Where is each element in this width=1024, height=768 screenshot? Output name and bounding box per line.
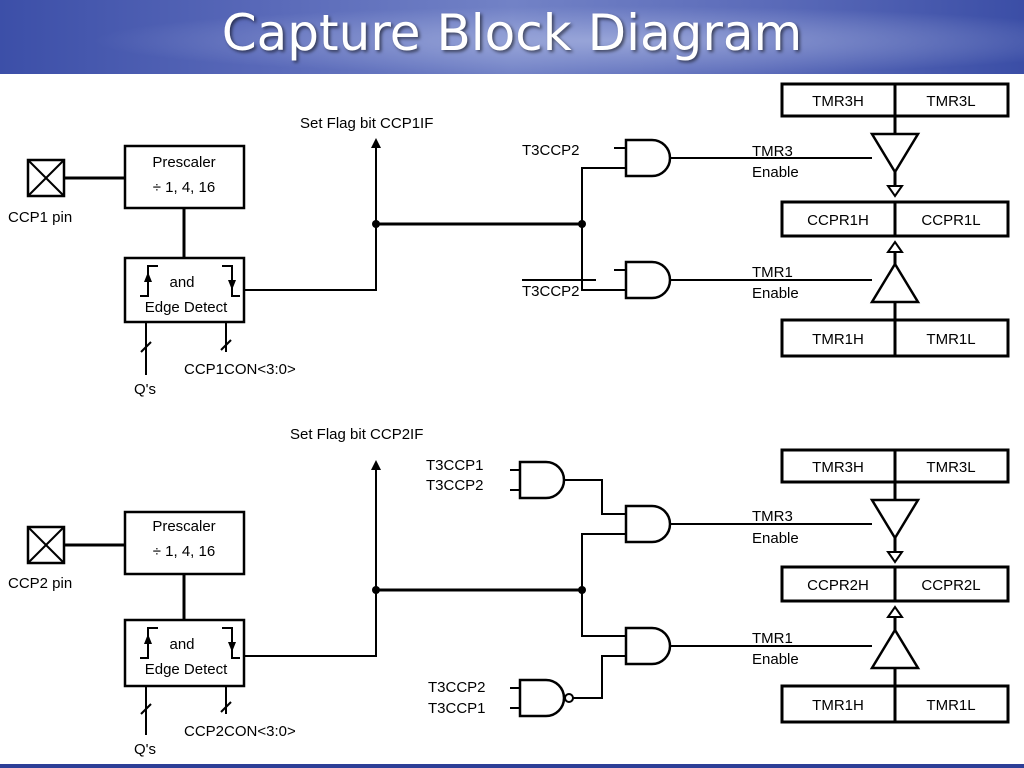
ccp1-down-arrow-into-ccpr-icon: [886, 185, 904, 198]
ccp2-down-arrow-into-ccpr-icon: [886, 551, 904, 564]
ccp1-edge-output-wire: [244, 144, 377, 291]
ccp2-tmr3-register: TMR3H TMR3L: [780, 448, 1010, 484]
ccp2-section: CCP2 pin Prescaler ÷ 1, 4, 16 and Edge D…: [8, 426, 1010, 758]
ccp2-up-arrow-into-ccpr-icon: [886, 605, 904, 618]
ccp2-pin-icon: [26, 525, 66, 565]
ccp1-ccprh-label: CCPR1H: [807, 212, 869, 229]
ccp1-prescaler-box: [123, 144, 246, 210]
ccp2-nand-bubble: [564, 693, 574, 703]
ccp2-tmr3-enable-label-2: Enable: [752, 530, 799, 547]
ccp2-tmr3-enable-label-1: TMR3: [752, 508, 793, 525]
ccp2-nand-in2-label: T3CCP1: [428, 700, 486, 717]
ccp1-section: CCP1 pin Prescaler ÷ 1, 4, 16 and Edge D…: [8, 82, 1010, 398]
ccp1-tmr3-register: TMR3H TMR3L: [780, 82, 1010, 118]
ccp2-bus-junction-left: [372, 586, 380, 594]
ccp1-prescaler-title: Prescaler: [152, 154, 215, 171]
ccp1-qs-bus-mark: [140, 341, 152, 353]
ccp2-tmr1-register: TMR1H TMR1L: [780, 684, 1010, 724]
ccp2-tmr1h-label: TMR1H: [812, 697, 864, 714]
ccp2-tmr3-buffer-icon: [869, 498, 921, 541]
ccp1-prescaler-ratio: ÷ 1, 4, 16: [153, 179, 215, 196]
ccp1-ccpr-register: CCPR1H CCPR1L: [780, 200, 1010, 238]
ccp1-gate1-input-label: T3CCP2: [522, 142, 580, 159]
ccp2-edge-line1: and: [169, 636, 194, 653]
ccp1-tmr1h-label: TMR1H: [812, 331, 864, 348]
ccp2-and-gate-tmr1: [624, 626, 672, 666]
ccp1-edge-detect-box: [123, 256, 246, 324]
ccp2-tmr3h-label: TMR3H: [812, 459, 864, 476]
ccp2-prescaler-title: Prescaler: [152, 518, 215, 535]
ccp1-tmr3-buffer-icon: [869, 132, 921, 175]
ccp1-flag-label: Set Flag bit CCP1IF: [300, 115, 433, 132]
ccp2-up-arrow-icon: [144, 634, 152, 644]
ccp1-qs-label: Q's: [134, 381, 156, 398]
ccp2-and-in2-label: T3CCP2: [426, 477, 484, 494]
ccp1-tmr1-enable-label-1: TMR1: [752, 264, 793, 281]
ccp2-tmr1-enable-label-1: TMR1: [752, 630, 793, 647]
ccp1-pin-icon: [26, 158, 66, 198]
ccp1-ccprl-label: CCPR1L: [921, 212, 980, 229]
ccp2-tmr1l-label: TMR1L: [926, 697, 975, 714]
ccp1-tmr1-enable-label-2: Enable: [752, 285, 799, 302]
ccp1-bus-junction-left: [372, 220, 380, 228]
footer-line: [0, 764, 1024, 768]
title-bar: [0, 0, 1024, 74]
ccp2-input-and-gate: [518, 460, 566, 500]
ccp1-and-gate-tmr3: [624, 138, 672, 178]
ccp2-con-bus-mark: [220, 701, 232, 713]
ccp1-tmr1-buffer-icon: [869, 261, 921, 304]
page-title: Capture Block Diagram: [221, 4, 803, 62]
ccp2-nand-in1-label: T3CCP2: [428, 679, 486, 696]
ccp1-tmr3l-label: TMR3L: [926, 93, 975, 110]
ccp2-and-in1-label: T3CCP1: [426, 457, 484, 474]
ccp2-con-label: CCP2CON<3:0>: [184, 723, 296, 740]
ccp2-ccprh-label: CCPR2H: [807, 577, 869, 594]
ccp1-con-bus-mark: [220, 339, 232, 351]
ccp1-tmr1-register: TMR1H TMR1L: [780, 318, 1010, 358]
ccp2-pin-label: CCP2 pin: [8, 575, 72, 592]
ccp1-flag-arrow-icon: [371, 138, 381, 148]
ccp2-tmr1-enable-label-2: Enable: [752, 651, 799, 668]
ccp2-qs-label: Q's: [134, 741, 156, 758]
ccp1-up-arrow-icon: [144, 272, 152, 282]
ccp1-up-arrow-into-ccpr-icon: [886, 240, 904, 253]
ccp2-edge-line2: Edge Detect: [145, 661, 228, 678]
ccp2-tmr1-buffer-icon: [869, 627, 921, 670]
ccp2-prescaler-box: [123, 510, 246, 576]
ccp1-tmr1l-label: TMR1L: [926, 331, 975, 348]
ccp2-bus-to-gate2-wire: [581, 590, 626, 637]
ccp2-flag-label: Set Flag bit CCP2IF: [290, 426, 423, 443]
ccp2-bus-to-gate1-wire: [581, 533, 626, 590]
ccp2-input-nand-gate: [518, 678, 566, 718]
ccp2-down-arrow-icon: [228, 642, 236, 652]
ccp2-tmr3l-label: TMR3L: [926, 459, 975, 476]
ccp2-and-to-gate1-wire: [564, 479, 626, 515]
ccp1-bus-to-gate1-wire: [581, 167, 626, 224]
ccp2-edge-detect-box: [123, 618, 246, 688]
ccp2-edge-output-wire: [244, 466, 377, 657]
ccp1-con-label: CCP1CON<3:0>: [184, 361, 296, 378]
ccp2-ccpr-register: CCPR2H CCPR2L: [780, 565, 1010, 603]
ccp2-flag-arrow-icon: [371, 460, 381, 470]
ccp1-tmr3-enable-label-1: TMR3: [752, 143, 793, 160]
ccp2-and-gate-tmr3: [624, 504, 672, 544]
ccp2-qs-bus-mark: [140, 703, 152, 715]
ccp1-pin-label: CCP1 pin: [8, 209, 72, 226]
ccp1-and-gate-tmr1: [624, 260, 672, 300]
ccp1-edge-line2: Edge Detect: [145, 299, 228, 316]
ccp2-nand-to-gate2-wire: [573, 655, 626, 699]
ccp2-ccprl-label: CCPR2L: [921, 577, 980, 594]
title-bar-highlight: [0, 0, 1024, 74]
ccp1-down-arrow-icon: [228, 280, 236, 290]
ccp1-bus-to-gate2-wire: [581, 224, 626, 291]
ccp1-tmr3-enable-label-2: Enable: [752, 164, 799, 181]
ccp1-gate2-input-label: T3CCP2: [522, 283, 580, 300]
ccp1-edge-line1: and: [169, 274, 194, 291]
ccp1-tmr3h-label: TMR3H: [812, 93, 864, 110]
ccp2-prescaler-ratio: ÷ 1, 4, 16: [153, 543, 215, 560]
